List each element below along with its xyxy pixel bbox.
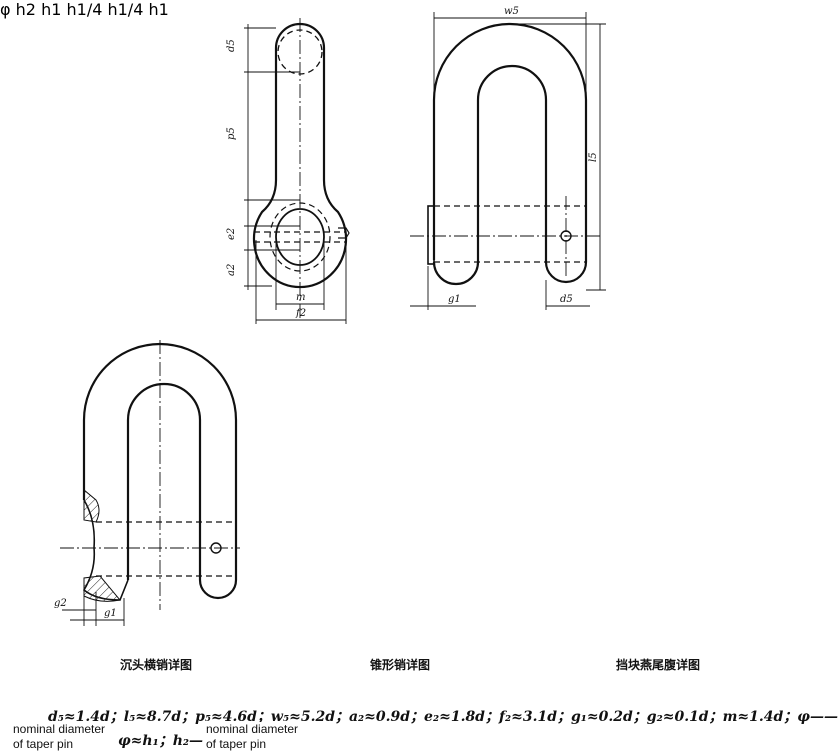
- phi-label: φ: [0, 0, 11, 19]
- formula-line-2: φ≈h₁；h₂—: [118, 733, 204, 749]
- a2-label: a2: [226, 264, 237, 276]
- countersunk-dims: [60, 340, 240, 626]
- p5-label: p5: [226, 127, 237, 140]
- h2-label: h2: [15, 0, 36, 19]
- h1-label-taper: h1: [41, 0, 62, 19]
- h1-4-label-top: h1/4: [66, 0, 103, 19]
- dovetail-bottom-section: h1/4 h1/4 h1 沉头横销详图 锥形销详图 挡块燕尾腹详图 d₅≈1.4…: [13, 0, 838, 752]
- caption-block: 挡块燕尾腹详图: [615, 658, 700, 672]
- e2-label: e2: [226, 228, 237, 240]
- front-view-dims: [410, 12, 606, 310]
- note-1-line-1: nominal diameter: [13, 722, 106, 736]
- side-view-dims: [244, 18, 347, 324]
- d5-label-front: d5: [560, 294, 573, 305]
- note-1-line-2: of taper pin: [13, 737, 74, 751]
- dovetail-top-section: h1/4 h1/4 h1 沉头横销详图 锥形销详图 挡块燕尾腹详图 d₅≈1.4…: [13, 0, 838, 752]
- side-view: [252, 22, 350, 289]
- d5-label: d5: [226, 39, 237, 52]
- note-taper-pin-2: nominal diameter of taper pin: [206, 722, 299, 752]
- caption-countersunk: 沉头横销详图: [119, 658, 192, 672]
- m-label: m: [296, 292, 305, 303]
- note-2-line-1: nominal diameter: [206, 722, 299, 736]
- note-2-line-2: of taper pin: [206, 737, 267, 751]
- note-taper-pin-1: nominal diameter of taper pin: [13, 722, 106, 752]
- front-view: [427, 22, 588, 286]
- g1-label-cs: g1: [104, 608, 117, 619]
- countersunk-hatch-bottom: [83, 575, 121, 602]
- countersunk-hatch-top: [83, 488, 100, 523]
- formula-line-1: d₅≈1.4d；l₅≈8.7d；p₅≈4.6d；w₅≈5.2d；a₂≈0.9d；…: [48, 709, 838, 725]
- h1-4-label-bottom: h1/4: [107, 0, 144, 19]
- f2-label: f2: [295, 308, 306, 319]
- w5-label: w5: [504, 6, 519, 17]
- technical-drawing: d5 p5 e2 a2 m f2 w5 l5 g1 d5: [54, 6, 606, 626]
- h1-label-dovetail: h1: [148, 0, 169, 19]
- g1-label-front: g1: [448, 294, 461, 305]
- caption-taper: 锥形销详图: [369, 658, 430, 672]
- g2-label: g2: [54, 598, 67, 609]
- l5-label: l5: [588, 152, 599, 162]
